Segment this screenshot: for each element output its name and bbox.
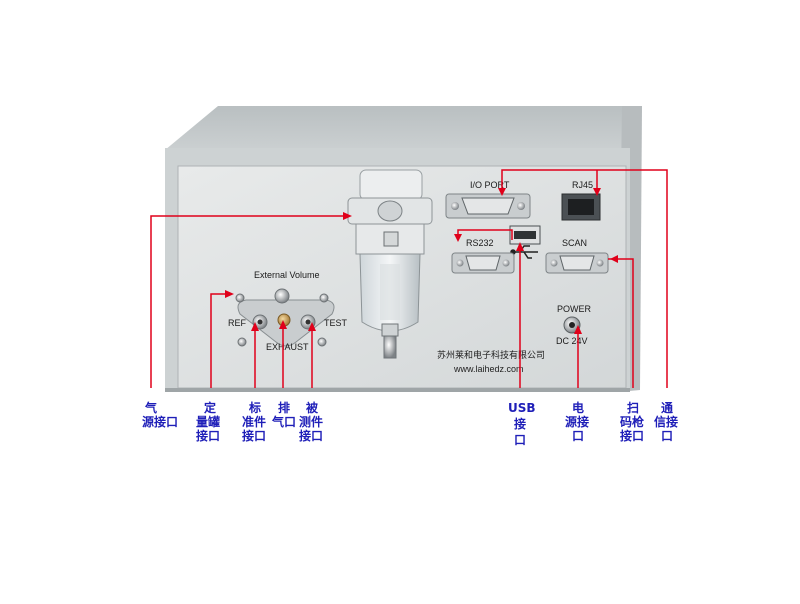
io-port-label: I/O PORT — [470, 180, 510, 190]
exhaust-label: EXHAUST — [266, 342, 309, 352]
scan-connector — [545, 252, 609, 274]
callout-fixed-volume: 定 量罐 接口 — [196, 400, 224, 443]
io-port-connector — [445, 193, 531, 219]
company-website: www.laihedz.com — [453, 364, 524, 374]
air-filter — [347, 169, 433, 359]
rj45-label: RJ45 — [572, 180, 593, 190]
external-volume-label: External Volume — [254, 270, 320, 280]
dc24v-label: DC 24V — [556, 336, 588, 346]
scan-label: SCAN — [562, 238, 587, 248]
power-jack — [563, 316, 581, 334]
callout-comm: 通 信接 口 — [654, 400, 682, 443]
callout-test: 被 测件 接口 — [299, 400, 327, 443]
callout-gas-source: 气 源接口 — [142, 400, 178, 429]
panel-screws — [235, 293, 329, 347]
rs232-label: RS232 — [466, 238, 494, 248]
test-label: TEST — [324, 318, 348, 328]
ref-label: REF — [228, 318, 247, 328]
power-label: POWER — [557, 304, 592, 314]
rs232-connector — [451, 252, 515, 274]
callout-scanner: 扫 码枪 接口 — [620, 400, 648, 443]
usb-connector — [509, 225, 541, 245]
callout-exhaust: 排 气口 — [271, 400, 296, 429]
rj45-connector — [561, 193, 601, 221]
callout-usb: USB 接 口 — [508, 401, 540, 447]
leader-arrowheads — [225, 188, 618, 334]
callout-reference: 标 准件 接口 — [242, 400, 270, 443]
company-name: 苏州莱和电子科技有限公司 — [437, 349, 545, 360]
callout-power: 电 源接 口 — [565, 400, 593, 443]
